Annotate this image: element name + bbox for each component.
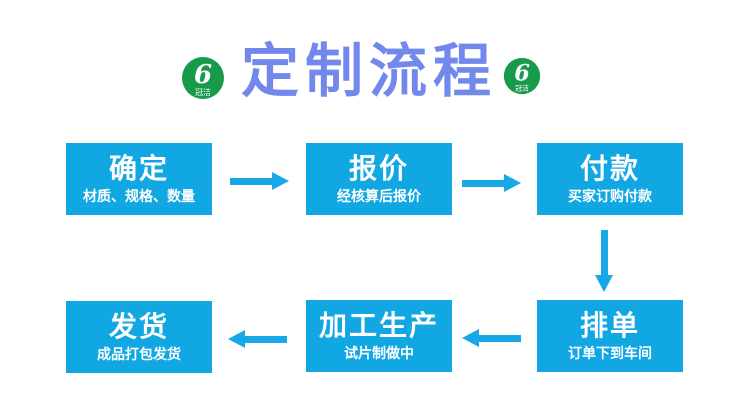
step-box-quote: 报价 经核算后报价 [306, 143, 452, 215]
arrow-head [228, 330, 245, 348]
arrow-head [462, 329, 479, 347]
brand-logo-icon: 6 冠洁 [503, 57, 541, 95]
arrow-left-icon [228, 330, 287, 348]
step-subtitle: 经核算后报价 [337, 188, 421, 205]
step-title: 加工生产 [318, 308, 439, 342]
arrow-shaft [479, 334, 521, 342]
arrow-shaft [230, 177, 272, 185]
step-subtitle: 买家订购付款 [568, 188, 652, 205]
arrow-head [272, 172, 289, 190]
logo-brand-text: 冠洁 [195, 87, 211, 97]
logo-brand-text: 冠洁 [515, 84, 529, 93]
logo-glyph: 6 [194, 60, 212, 90]
arrow-head [504, 174, 521, 192]
step-title: 确定 [108, 151, 169, 185]
arrow-head [595, 275, 613, 292]
page-title: 定制流程 [240, 37, 497, 105]
step-box-scheduling: 排单 订单下到车间 [537, 300, 683, 372]
logo-glyph: 6 [514, 60, 530, 86]
step-title: 排单 [579, 308, 640, 342]
step-subtitle: 订单下到车间 [568, 345, 652, 362]
arrow-shaft [462, 179, 504, 187]
arrow-shaft [245, 335, 287, 343]
step-subtitle: 成品打包发货 [97, 346, 181, 363]
step-box-confirm: 确定 材质、规格、数量 [66, 143, 212, 215]
step-subtitle: 材质、规格、数量 [83, 188, 195, 205]
arrow-left-icon [462, 329, 521, 347]
step-title: 付款 [579, 151, 640, 185]
step-title: 发货 [108, 309, 169, 343]
arrow-right-icon [462, 174, 521, 192]
arrow-right-icon [230, 172, 289, 190]
brand-logo-icon: 6 冠洁 [181, 56, 225, 100]
step-box-shipping: 发货 成品打包发货 [66, 301, 212, 373]
step-title: 报价 [348, 151, 409, 185]
arrow-down-icon [595, 230, 613, 292]
step-box-production: 加工生产 试片制做中 [306, 300, 452, 372]
arrow-shaft [600, 230, 608, 275]
step-box-payment: 付款 买家订购付款 [537, 143, 683, 215]
step-subtitle: 试片制做中 [344, 345, 414, 362]
